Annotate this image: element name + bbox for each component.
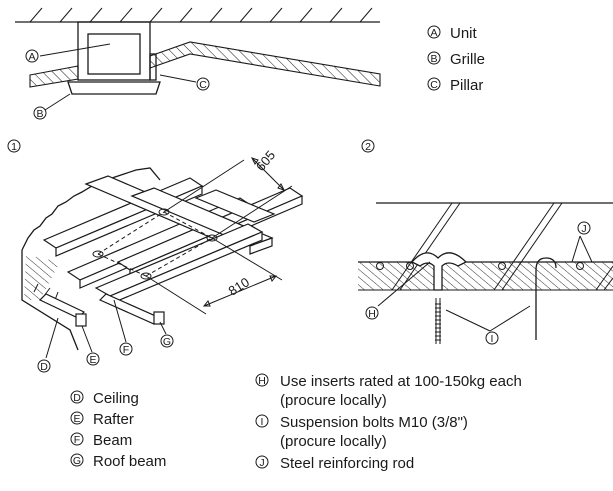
- figure-1-wood-frame: [21, 167, 304, 351]
- svg-text:F: F: [74, 434, 80, 446]
- grille: [67, 81, 161, 95]
- svg-text:D: D: [40, 361, 48, 373]
- svg-text:G: G: [163, 336, 171, 348]
- marker-d: D: [37, 359, 51, 373]
- ceiling-hatch: [29, 7, 373, 23]
- marker-c: C: [196, 77, 210, 91]
- legend-h-line-2: (procure locally): [280, 392, 387, 409]
- marker-e: E: [86, 352, 100, 366]
- top-legend: A Unit B Grille C Pillar: [427, 25, 485, 94]
- svg-text:D: D: [73, 392, 81, 404]
- svg-text:F: F: [123, 344, 129, 356]
- svg-text:J: J: [259, 457, 264, 469]
- figure-2-legend: H Use inserts rated at 100-150kg each (p…: [255, 373, 522, 472]
- svg-text:E: E: [89, 354, 96, 366]
- marker-f: F: [119, 342, 133, 356]
- legend-i-line-1: Suspension bolts M10 (3/8"): [280, 414, 468, 431]
- svg-text:B: B: [36, 108, 43, 120]
- legend-a: A Unit: [427, 25, 478, 42]
- figure-1-legend: D Ceiling E Rafter F Beam G Roof beam: [70, 390, 166, 470]
- rafter-end: [38, 293, 87, 327]
- marker-h: H: [365, 306, 379, 320]
- hook-bolt: [535, 257, 557, 340]
- legend-a-text: Unit: [450, 25, 478, 42]
- svg-text:I: I: [261, 416, 264, 428]
- legend-e-text: Rafter: [93, 411, 134, 428]
- top-section-diagram: A B C: [15, 7, 381, 120]
- roof-beam: [94, 223, 264, 305]
- svg-text:A: A: [430, 27, 437, 39]
- legend-f: F Beam: [70, 432, 132, 449]
- legend-e: E Rafter: [70, 411, 134, 428]
- reinforcing-rods: [376, 262, 584, 270]
- indoor-unit: [77, 21, 151, 81]
- figure-1-number: 1: [7, 139, 21, 153]
- svg-text:C: C: [199, 79, 207, 91]
- roof-beam: [98, 293, 165, 325]
- figure-2-concrete-slab: [358, 202, 613, 344]
- dimension-605-label: 605: [253, 148, 278, 174]
- marker-g: G: [160, 334, 174, 348]
- ceiling-board: [21, 167, 161, 251]
- legend-f-text: Beam: [93, 432, 132, 449]
- marker-j: J: [577, 221, 591, 235]
- legend-b-text: Grille: [450, 51, 485, 68]
- legend-d: D Ceiling: [70, 390, 139, 407]
- svg-text:A: A: [28, 51, 35, 63]
- svg-text:1: 1: [11, 141, 17, 153]
- svg-text:E: E: [73, 413, 80, 425]
- legend-g: G Roof beam: [70, 453, 166, 470]
- legend-c: C Pillar: [427, 77, 483, 94]
- legend-i-line-2: (procure locally): [280, 433, 387, 450]
- insert-points: [92, 208, 218, 280]
- svg-text:I: I: [491, 333, 494, 345]
- legend-h-line-1: Use inserts rated at 100-150kg each: [280, 373, 522, 390]
- figure-2-number: 2: [361, 139, 375, 153]
- legend-h: H Use inserts rated at 100-150kg each (p…: [255, 373, 522, 409]
- svg-text:2: 2: [365, 141, 371, 153]
- legend-g-text: Roof beam: [93, 453, 166, 470]
- legend-i: I Suspension bolts M10 (3/8") (procure l…: [255, 414, 468, 450]
- svg-text:H: H: [258, 375, 266, 387]
- legend-d-text: Ceiling: [93, 390, 139, 407]
- legend-c-text: Pillar: [450, 77, 483, 94]
- pillar: [149, 53, 157, 81]
- legend-j-line-1: Steel reinforcing rod: [280, 455, 414, 472]
- marker-a: A: [25, 49, 39, 63]
- svg-text:H: H: [368, 308, 376, 320]
- svg-text:J: J: [581, 223, 586, 235]
- suspension-bolt: [435, 298, 441, 344]
- legend-b: B Grille: [427, 51, 485, 68]
- marker-i: I: [485, 331, 499, 345]
- svg-text:C: C: [430, 79, 438, 91]
- svg-text:B: B: [430, 53, 437, 65]
- marker-b: B: [33, 106, 47, 120]
- insert: [410, 252, 468, 291]
- legend-j: J Steel reinforcing rod: [255, 455, 414, 472]
- rafter: [194, 189, 276, 223]
- svg-text:G: G: [73, 455, 81, 467]
